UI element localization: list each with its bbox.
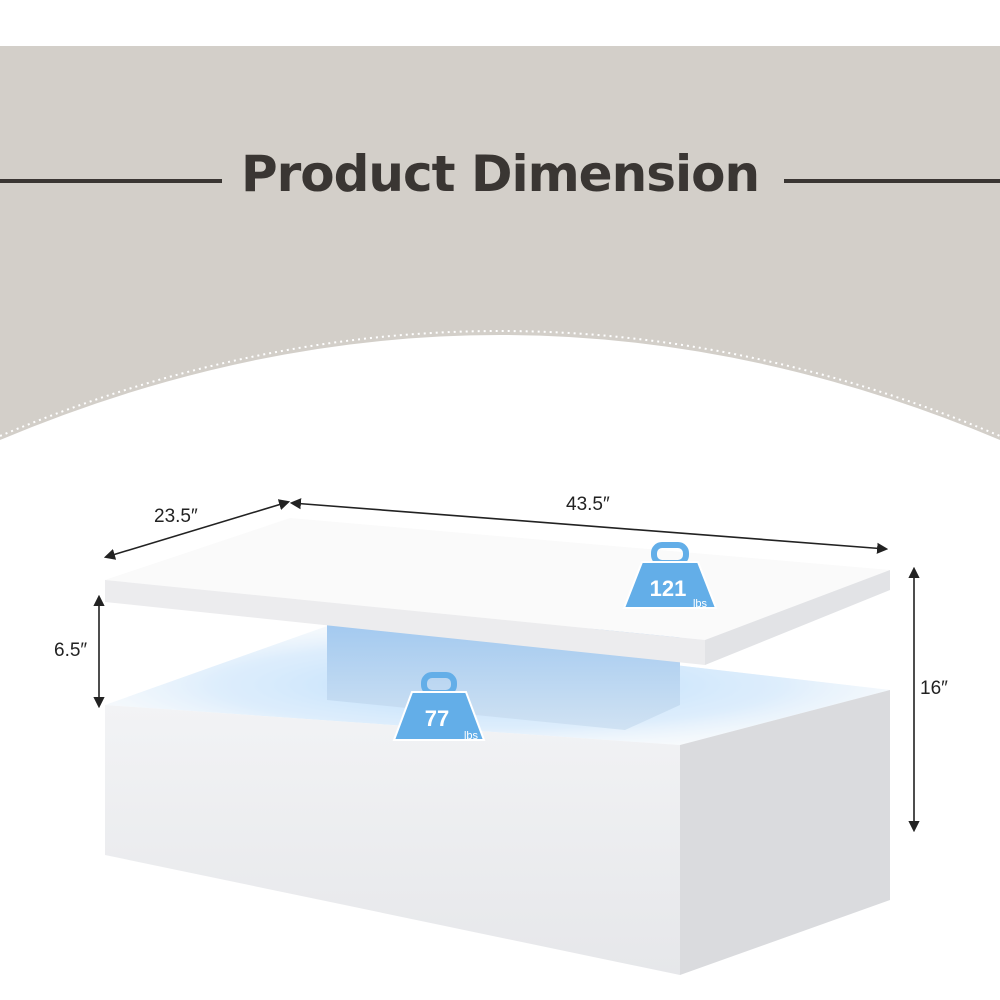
base-side bbox=[680, 690, 890, 975]
base-front bbox=[105, 705, 680, 975]
weight-icon: 77 lbs bbox=[392, 672, 486, 742]
page-title: Product Dimension bbox=[240, 145, 760, 203]
depth-arrow bbox=[103, 499, 291, 560]
weight-icon: 121 lbs bbox=[622, 542, 718, 610]
width-arrow bbox=[289, 498, 889, 554]
depth-label: 23.5″ bbox=[154, 506, 198, 527]
height-label: 16″ bbox=[920, 678, 948, 699]
bottom-capacity-unit: lbs bbox=[464, 730, 479, 742]
top-capacity-unit: lbs bbox=[693, 598, 708, 610]
banner-background bbox=[0, 46, 1000, 440]
tabletop-side-edge bbox=[705, 570, 890, 665]
bottom-capacity-value: 77 bbox=[425, 706, 449, 731]
top-capacity-value: 121 bbox=[650, 576, 687, 601]
shelf-gap-label: 6.5″ bbox=[54, 640, 88, 661]
width-label: 43.5″ bbox=[566, 494, 610, 515]
tabletop-front-edge bbox=[105, 580, 705, 665]
